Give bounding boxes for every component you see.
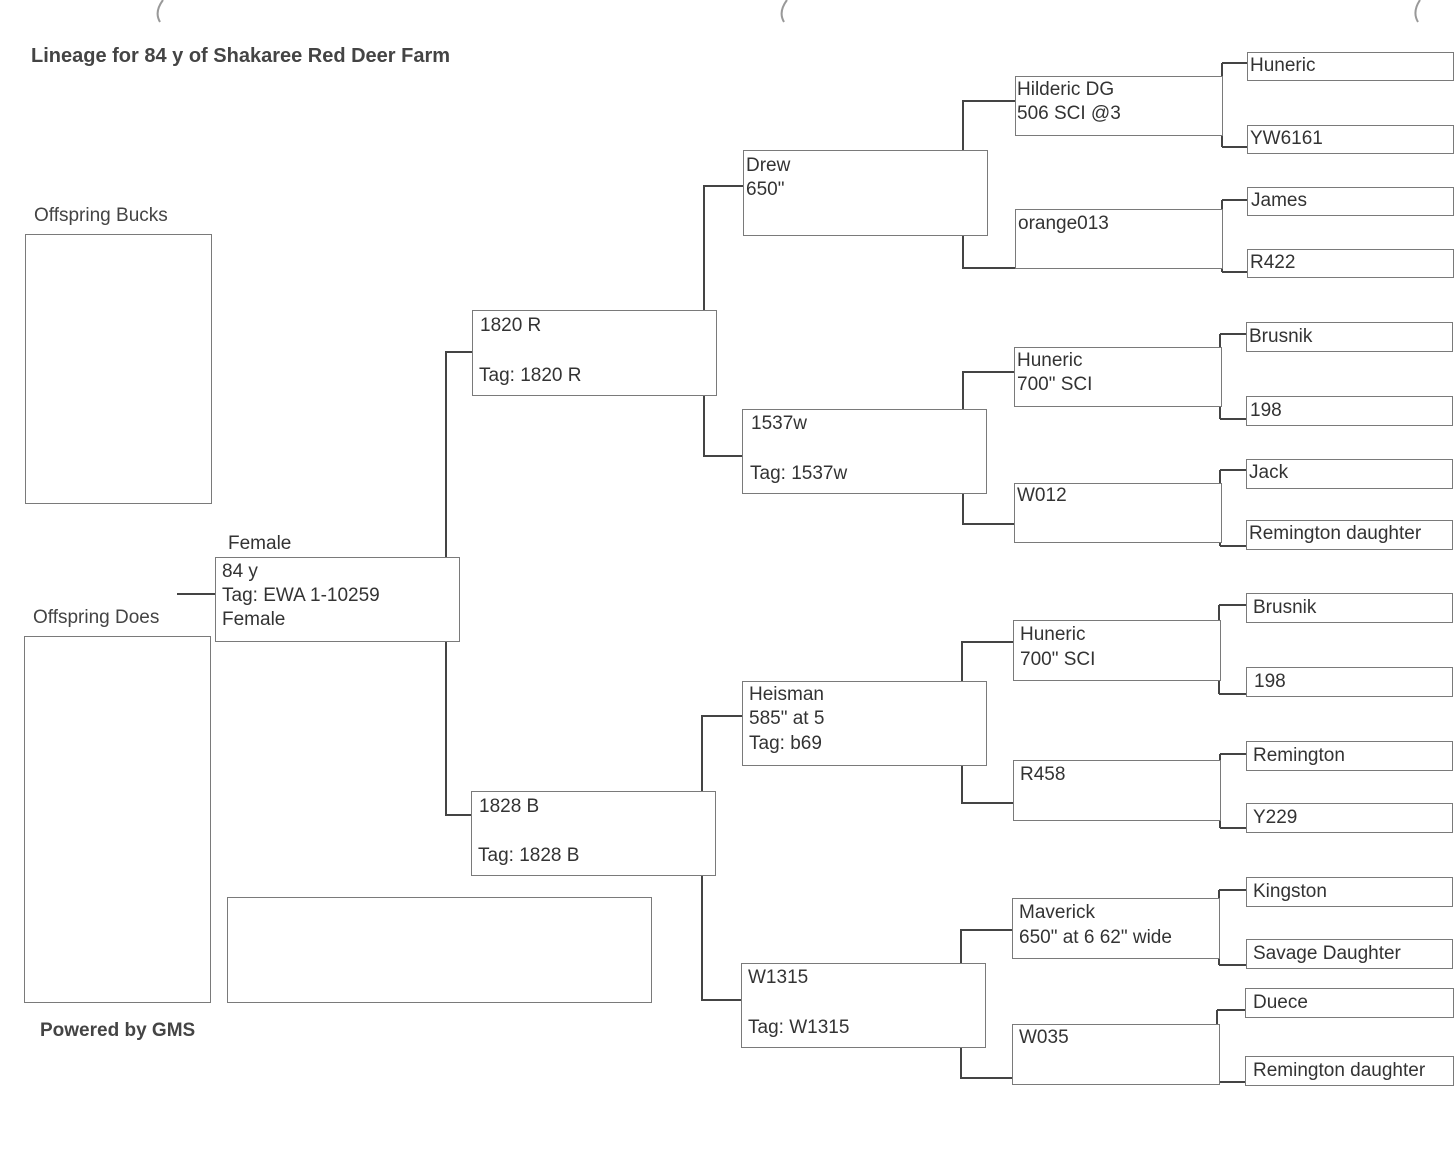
subject-tag: Tag: EWA 1-10259 — [222, 585, 380, 606]
g3-box: Huneric — [1247, 52, 1454, 81]
granddam-dam-name: W1315 — [748, 967, 809, 988]
g3-name: YW6161 — [1250, 128, 1323, 149]
great-grandparent-name: orange013 — [1018, 213, 1109, 234]
great-grandparent-score: 650" at 6 62" wide — [1019, 927, 1172, 948]
g3-box: 198 — [1246, 667, 1453, 697]
dam-tag: Tag: 1828 B — [478, 845, 580, 866]
g3-box: Jack — [1246, 459, 1453, 489]
grandsire-sire-name: Drew — [746, 155, 791, 176]
granddam-sire-tag: Tag: 1537w — [750, 463, 848, 484]
g3-name: Y229 — [1253, 807, 1298, 828]
g3-box: Duece — [1245, 988, 1454, 1018]
subject-name: 84 y — [222, 561, 258, 582]
granddam-sire-name: 1537w — [751, 413, 807, 434]
great-grandparent-name: R458 — [1020, 764, 1066, 785]
great-grandparent-box: orange013 — [1015, 209, 1223, 269]
page-title: Lineage for 84 y of Shakaree Red Deer Fa… — [31, 45, 451, 67]
great-grandparent-score: 506 SCI @3 — [1017, 103, 1121, 124]
sire-name: 1820 R — [480, 315, 542, 336]
grandsire-sire-box: Drew 650" — [743, 150, 988, 236]
sire-box: 1820 R Tag: 1820 R — [472, 310, 717, 396]
subject-sex: Female — [222, 609, 286, 630]
g3-box: Kingston — [1246, 877, 1453, 907]
great-grandparent-score: 700" SCI — [1020, 649, 1096, 670]
powered-by-label: Powered by GMS — [40, 1020, 196, 1041]
g3-name: Remington daughter — [1253, 1060, 1426, 1081]
g3-box: Remington daughter — [1246, 520, 1453, 550]
great-grandparent-box: W012 — [1014, 483, 1222, 543]
offspring-does-label: Offspring Does — [33, 607, 160, 628]
subject-sex-label: Female — [228, 533, 292, 554]
g3-box: James — [1247, 187, 1454, 216]
g3-name: R422 — [1250, 252, 1296, 273]
g3-box: YW6161 — [1247, 125, 1454, 154]
g3-name: Remington — [1253, 745, 1345, 766]
g3-box: R422 — [1247, 249, 1454, 278]
grandsire-dam-name: Heisman — [749, 684, 824, 705]
great-grandparent-box: R458 — [1013, 760, 1221, 821]
great-grandparent-box: Hilderic DG 506 SCI @3 — [1015, 76, 1223, 136]
g3-box: Brusnik — [1246, 322, 1453, 352]
granddam-dam-box: W1315 Tag: W1315 — [741, 963, 986, 1048]
offspring-bucks-label: Offspring Bucks — [34, 205, 168, 226]
g3-box: Savage Daughter — [1246, 939, 1453, 969]
grandsire-dam-box: Heisman 585" at 5 Tag: b69 — [742, 681, 987, 766]
g3-name: Duece — [1253, 992, 1308, 1013]
great-grandparent-score: 700" SCI — [1017, 374, 1093, 395]
g3-name: Kingston — [1253, 881, 1327, 902]
g3-name: Savage Daughter — [1253, 943, 1401, 964]
great-grandparent-name: Maverick — [1019, 902, 1096, 923]
great-grandparent-name: Huneric — [1020, 624, 1086, 645]
g3-box: Y229 — [1246, 803, 1453, 833]
g3-box: 198 — [1246, 396, 1453, 426]
g3-name: Remington daughter — [1249, 523, 1422, 544]
dam-box: 1828 B Tag: 1828 B — [471, 791, 716, 876]
offspring-does-box — [24, 636, 211, 1003]
sire-tag: Tag: 1820 R — [479, 365, 582, 386]
grandsire-dam-tag: Tag: b69 — [749, 733, 822, 754]
g3-box: Remington daughter — [1245, 1056, 1454, 1086]
granddam-dam-tag: Tag: W1315 — [748, 1017, 850, 1038]
g3-name: 198 — [1254, 671, 1286, 692]
granddam-sire-box: 1537w Tag: 1537w — [742, 409, 987, 494]
g3-name: James — [1251, 190, 1307, 211]
g3-box: Brusnik — [1246, 593, 1453, 623]
great-grandparent-box: Huneric 700" SCI — [1014, 347, 1222, 407]
g3-name: Brusnik — [1249, 326, 1313, 347]
great-grandparent-name: W035 — [1019, 1027, 1069, 1048]
g3-name: 198 — [1250, 400, 1282, 421]
great-grandparent-name: Hilderic DG — [1017, 79, 1115, 100]
notes-box — [227, 897, 652, 1003]
subject-box: 84 y Tag: EWA 1-10259 Female — [215, 557, 460, 642]
grandsire-sire-score: 650" — [746, 179, 785, 200]
great-grandparent-box: Huneric 700" SCI — [1013, 620, 1221, 681]
great-grandparent-name: Huneric — [1017, 350, 1083, 371]
g3-box: Remington — [1246, 741, 1453, 771]
dam-name: 1828 B — [479, 796, 540, 817]
great-grandparent-name: W012 — [1017, 485, 1067, 506]
great-grandparent-box: W035 — [1012, 1024, 1220, 1085]
g3-name: Jack — [1249, 462, 1289, 483]
offspring-bucks-box — [25, 234, 212, 504]
great-grandparent-box: Maverick 650" at 6 62" wide — [1012, 898, 1220, 959]
grandsire-dam-score: 585" at 5 — [749, 708, 825, 729]
g3-name: Huneric — [1250, 55, 1316, 76]
g3-name: Brusnik — [1253, 597, 1317, 618]
